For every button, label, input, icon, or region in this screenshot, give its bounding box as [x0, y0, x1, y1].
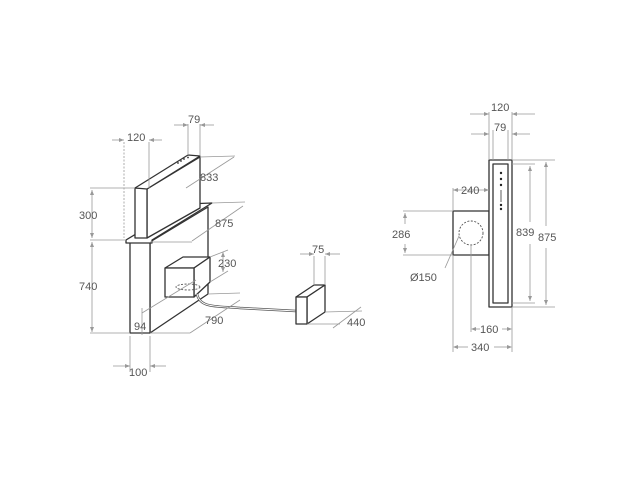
dim-base-height: 740: [79, 281, 97, 293]
plan-dimension-lines: [403, 112, 555, 352]
panel-front: [134, 187, 148, 239]
dim-outlet-offset: 160: [480, 324, 498, 336]
plan-dimension-labels: 120 79 240 286 Ø150 839 875 160 340: [392, 102, 556, 354]
outlet-ellipse: [175, 283, 201, 291]
dim-base-width: 790: [205, 315, 223, 327]
panel-top: [134, 154, 201, 190]
dim-panel-thickness-plan: 79: [494, 122, 506, 134]
control-dots-plan: [499, 171, 503, 211]
dim-motor-height-plan: 286: [392, 229, 410, 241]
dim-remote-motor-width: 440: [347, 317, 365, 329]
dim-panel-thickness: 79: [188, 114, 200, 126]
iso-dimension-lines: [90, 124, 363, 372]
control-dots: [177, 156, 189, 164]
dim-outlet-diameter: Ø150: [410, 272, 437, 284]
remote-motor-front: [295, 296, 308, 325]
dim-remote-motor-depth: 75: [312, 244, 324, 256]
dim-base-offset: 94: [134, 321, 146, 333]
dim-top-width: 875: [215, 218, 233, 230]
dim-motor-depth: 240: [461, 185, 479, 197]
dim-motor-height: 230: [218, 258, 236, 270]
dim-panel-height-raised: 300: [79, 210, 97, 222]
dim-total-length: 875: [538, 232, 556, 244]
dim-base-depth: 100: [129, 367, 147, 379]
dim-panel-depth: 120: [127, 132, 145, 144]
dim-total-depth: 120: [491, 102, 509, 114]
arrowheads: [90, 112, 548, 368]
plan-view: 120 79 240 286 Ø150 839 875 160 340: [392, 102, 556, 354]
motor-front: [164, 267, 195, 298]
dim-inner-length: 839: [516, 227, 534, 239]
dim-panel-width: 833: [200, 172, 218, 184]
base-front-face: [129, 241, 151, 334]
dim-overall-depth: 340: [471, 342, 489, 354]
iso-dimension-labels: 120 79 833 300 875 230 740 75 94 790 440…: [79, 114, 365, 379]
iso-view: 120 79 833 300 875 230 740 75 94 790 440…: [79, 114, 365, 379]
panel-inner: [492, 163, 509, 304]
